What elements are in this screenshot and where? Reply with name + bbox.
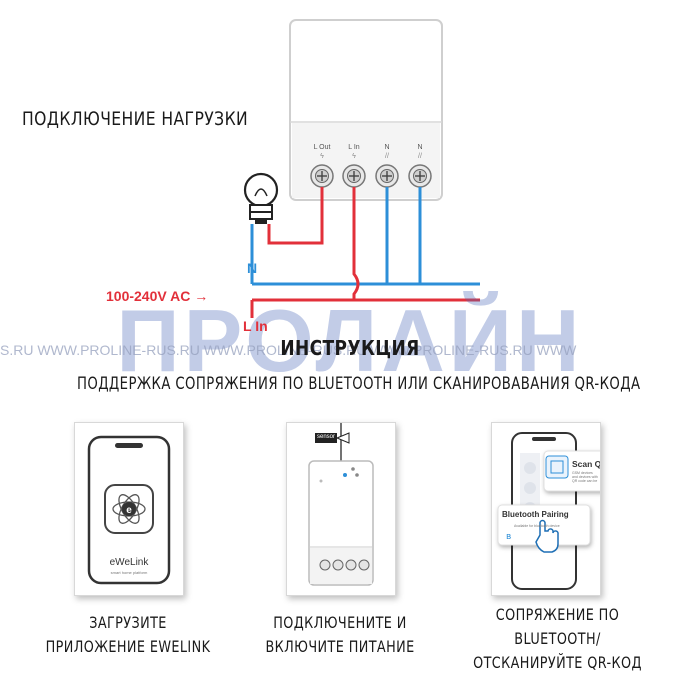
wiring-title: ПОДКЛЮЧЕНИЕ НАГРУЗКИ [22,108,249,130]
live-wire [267,187,324,245]
terminal-label: L Out [314,144,331,151]
app-tagline: smart home platform [110,570,148,575]
svg-text:ϟ: ϟ [320,153,324,160]
voltage-label: 100-240V AC → [106,288,209,304]
app-name: eWeLink [109,557,149,568]
step-caption-app: ЗАГРУЗИТЕ ПРИЛОЖЕНИЕ EWELINK [45,613,211,656]
instruction-title: ИНСТРУКЦИЯ [280,336,420,360]
qr-desc: GSM devices and devices with QR code can… [572,471,598,483]
svg-text://: // [418,153,422,160]
pairing-icon: ʙ [497,432,600,590]
watermark-logo: ПРОЛАЙН [116,291,584,390]
watermark-url: S.RU WWW.PROLINE-RUS.RU WWW.PROLINE-RUS.… [0,342,577,358]
instruction-subtitle: ПОДДЕРЖКА СОПРЯЖЕНИЯ ПО BLUETOOTH ИЛИ СК… [77,374,641,394]
live-label: L In [243,318,268,334]
svg-text:e: e [126,505,132,516]
device-power-icon [308,423,374,586]
phone-icon: e [87,435,171,585]
neutral-label: N [247,260,258,276]
svg-text:ϟ: ϟ [352,153,356,160]
step-card-device: sensor [286,422,396,596]
terminal-label: N [417,144,422,151]
step-caption-pairing: СОПРЯЖЕНИЕ ПО BLUETOOTH/ ОТСКАНИРУЙТЕ QR… [473,605,642,672]
device-tag: sensor [317,434,336,440]
screw-terminal [375,164,399,188]
ewelink-app-icon: e [112,494,146,524]
bt-desc: Available for bluetooth device [514,524,560,528]
svg-text:ʙ: ʙ [506,532,511,542]
light-bulb-icon [243,172,279,224]
svg-text://: // [385,153,389,160]
screw-terminal [310,164,334,188]
hand-pointer-icon [535,519,559,553]
screw-terminal [342,164,366,188]
step-card-app: e eWeLink smart home platform [74,422,184,596]
qr-title: Scan QR code [572,459,601,469]
screw-terminal [408,164,432,188]
bt-title: Bluetooth Pairing [502,510,569,519]
wiring-diagram: L Out L In N N ϟ ϟ // // [243,19,480,318]
terminal-label: L In [348,144,360,151]
step-card-pairing: ʙ Scan QR code GSM devices and devices w… [491,422,601,596]
terminal-label: N [384,144,389,151]
step-caption-device: ПОДКЛЮЧЕНИТЕ И ВКЛЮЧИТЕ ПИТАНИЕ [265,613,415,656]
